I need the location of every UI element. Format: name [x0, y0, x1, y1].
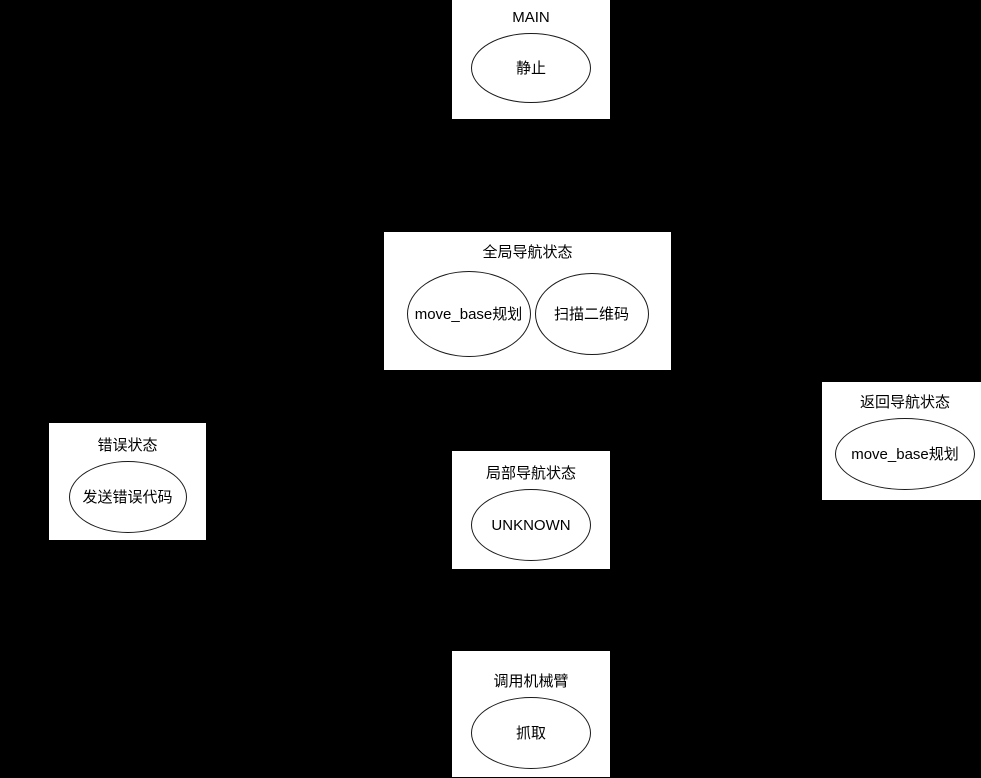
state-box-return-navigation[interactable]: 返回导航状态 move_base规划 — [821, 381, 981, 501]
state-node-ellipse[interactable]: 抓取 — [471, 697, 591, 769]
state-box-robot-arm[interactable]: 调用机械臂 抓取 — [451, 650, 611, 778]
state-node-ellipse[interactable]: UNKNOWN — [471, 489, 591, 561]
state-box-title: 错误状态 — [97, 437, 158, 454]
state-box-local-navigation[interactable]: 局部导航状态 UNKNOWN — [451, 450, 611, 570]
state-node-ellipse[interactable]: 静止 — [471, 33, 591, 103]
state-box-title: MAIN — [512, 9, 550, 26]
state-node-ellipse[interactable]: move_base规划 — [835, 418, 975, 490]
state-node-ellipse[interactable]: 发送错误代码 — [68, 461, 187, 533]
state-ellipse-row: UNKNOWN — [452, 489, 610, 561]
state-box-title: 调用机械臂 — [493, 673, 569, 690]
state-box-title: 局部导航状态 — [485, 465, 576, 482]
state-ellipse-row: move_base规划 扫描二维码 — [384, 270, 671, 358]
state-ellipse-row: 发送错误代码 — [49, 461, 206, 533]
state-box-global-navigation[interactable]: 全局导航状态 move_base规划 扫描二维码 — [383, 231, 672, 371]
state-box-error[interactable]: 错误状态 发送错误代码 — [48, 422, 207, 541]
state-node-label: UNKNOWN — [491, 516, 571, 534]
state-box-title: 返回导航状态 — [859, 394, 950, 411]
state-box-main[interactable]: MAIN 静止 — [451, 0, 611, 120]
state-node-label: 抓取 — [515, 724, 546, 742]
state-node-label: move_base规划 — [414, 305, 523, 323]
state-node-label: 静止 — [515, 59, 546, 77]
state-ellipse-row: 静止 — [452, 33, 610, 103]
state-ellipse-row: 抓取 — [452, 697, 610, 769]
state-node-label: move_base规划 — [851, 445, 959, 463]
state-box-title: 全局导航状态 — [482, 244, 573, 261]
state-ellipse-row: move_base规划 — [822, 418, 981, 490]
state-node-ellipse[interactable]: move_base规划 — [406, 271, 531, 357]
state-node-label: 扫描二维码 — [553, 305, 629, 323]
state-node-label: 发送错误代码 — [82, 488, 173, 506]
state-node-ellipse[interactable]: 扫描二维码 — [534, 273, 649, 355]
